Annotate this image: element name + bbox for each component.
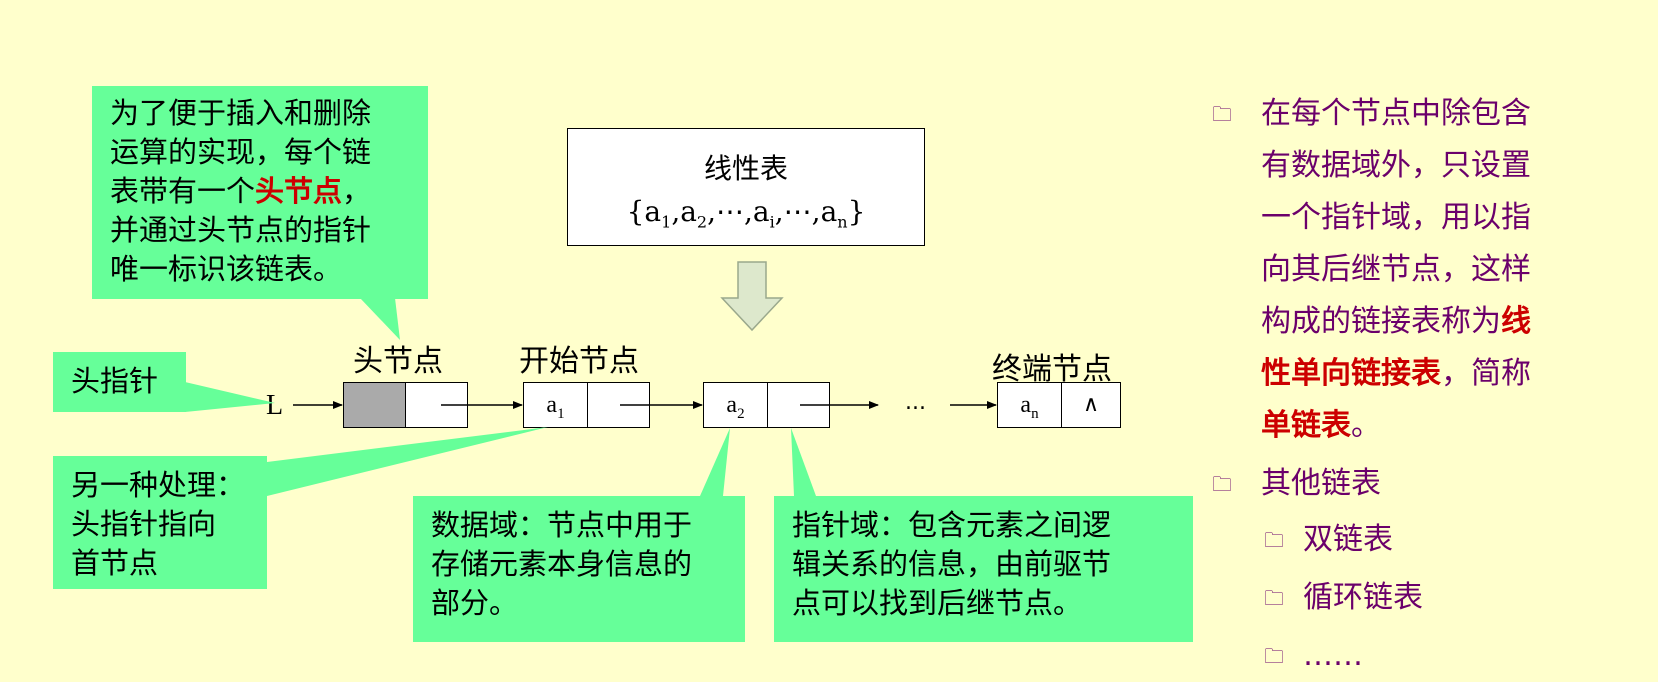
callout-line: 头指针指向: [71, 507, 217, 541]
callout-line: 部分。: [431, 586, 519, 620]
callout-line: 运算的实现，每个链: [110, 135, 372, 169]
formula-comma: ,: [671, 195, 681, 228]
node-value: a: [1020, 392, 1032, 418]
panel-line: 一个指针域，用以指: [1261, 200, 1531, 235]
brace-close: }: [847, 195, 866, 228]
emphasis-text: 单链表: [1261, 408, 1351, 443]
panel-text: ，简称: [1441, 356, 1531, 391]
panel-line: 在每个节点中除包含: [1261, 96, 1531, 131]
panel-subitem: 🗀 ……: [1212, 630, 1652, 682]
callout-head-pointer: 头指针: [53, 352, 186, 412]
head-node-pointer-cell: [405, 382, 468, 428]
head-node-label: 头节点: [353, 344, 443, 379]
panel-line: 构成的链接表称为线: [1261, 296, 1652, 348]
node-an-null-cell: ∧: [1061, 382, 1121, 428]
formula-comma: ,: [707, 195, 717, 228]
right-panel: 🗀 在每个节点中除包含 有数据域外，只设置 一个指针域，用以指 向其后继节点，这…: [1212, 88, 1652, 682]
node-a2-pointer-cell: [767, 382, 830, 428]
formula-comma: ,: [774, 195, 784, 228]
emphasis-text: 头节点: [255, 174, 343, 208]
callout-line: 存储元素本身信息的: [431, 547, 693, 581]
callout-text: 表带有一个: [110, 174, 256, 208]
callout-text: ，: [342, 174, 372, 208]
panel-point-singly-linked: 🗀 在每个节点中除包含 有数据域外，只设置 一个指针域，用以指 向其后继节点，这…: [1212, 88, 1652, 452]
callout-line: 数据域：节点中用于: [431, 508, 693, 542]
callout-line: 表带有一个头节点，: [110, 172, 428, 211]
linear-list-title: 线性表: [703, 152, 788, 185]
formula-element: a1: [644, 195, 672, 232]
start-node-label: 开始节点: [519, 344, 639, 379]
node-subscript: 1: [557, 405, 565, 422]
formula-subscript: 2: [696, 212, 708, 232]
formula-element: ⋯: [783, 195, 812, 228]
brace-open: {: [626, 195, 645, 228]
panel-line: 向其后继节点，这样: [1261, 252, 1531, 287]
panel-point-other-lists: 🗀 其他链表: [1212, 458, 1652, 510]
callout-pointer-tail: [185, 382, 275, 412]
callout-line: 唯一标识该链表。: [110, 252, 343, 286]
formula-elements: a1,a2,⋯,ai,⋯,an: [644, 195, 848, 232]
formula-subscript: n: [837, 212, 848, 232]
panel-point-text: 其他链表: [1261, 466, 1381, 501]
folder-bullet-icon: 🗀: [1264, 528, 1284, 552]
callout-head-pointer-tail: [360, 298, 400, 340]
panel-subitem-text: 双链表: [1303, 522, 1393, 557]
node-subscript: n: [1031, 405, 1039, 422]
panel-text: 。: [1351, 408, 1381, 443]
panel-subitem-text: ……: [1303, 638, 1363, 673]
head-node-data-cell: [343, 382, 406, 428]
node-subscript: 2: [737, 405, 745, 422]
folder-bullet-icon: 🗀: [1264, 586, 1284, 610]
callout-line: 辑关系的信息，由前驱节: [792, 547, 1112, 581]
panel-line: 单链表。: [1261, 400, 1652, 452]
callout-data-field: 数据域：节点中用于 存储元素本身信息的 部分。: [413, 496, 745, 642]
callout-line: 点可以找到后继节点。: [792, 586, 1083, 620]
formula-subscript: i: [769, 212, 775, 232]
panel-subitem: 🗀 循环链表: [1212, 572, 1652, 624]
callout-line: 并通过头节点的指针: [110, 213, 372, 247]
callout-data-tail: [700, 428, 730, 496]
formula-subscript: 1: [661, 212, 672, 232]
callout-line: 指针域：包含元素之间逻: [792, 508, 1112, 542]
formula-element: ⋯: [716, 195, 745, 228]
folder-bullet-icon: 🗀: [1212, 102, 1232, 126]
callout-line: 头指针: [71, 364, 159, 398]
formula-element: ai: [752, 195, 775, 232]
callout-line: 首节点: [71, 546, 159, 580]
folder-bullet-icon: 🗀: [1264, 644, 1284, 668]
formula-comma: ,: [744, 195, 753, 228]
node-an-data-cell: an: [997, 382, 1062, 428]
callout-pointer-field: 指针域：包含元素之间逻 辑关系的信息，由前驱节 点可以找到后继节点。: [774, 496, 1193, 642]
node-a2-data-cell: a2: [703, 382, 768, 428]
formula-element: a2: [680, 195, 708, 232]
callout-line: 为了便于插入和删除: [110, 96, 372, 130]
callout-head-node-note: 为了便于插入和删除 运算的实现，每个链 表带有一个头节点， 并通过头节点的指针 …: [92, 86, 428, 299]
panel-text: 构成的链接表称为: [1261, 304, 1501, 339]
down-arrow-icon: [720, 261, 784, 332]
callout-ptrfield-tail: [791, 428, 816, 496]
ellipsis-label: ...: [905, 390, 926, 415]
emphasis-text: 线: [1501, 304, 1531, 339]
node-a1-pointer-cell: [587, 382, 650, 428]
formula-comma: ,: [811, 195, 821, 228]
node-value: a: [546, 392, 558, 418]
callout-alt-tail: [267, 427, 548, 496]
emphasis-text: 性单向链接表: [1261, 356, 1441, 391]
pointer-name-l: L: [266, 390, 284, 421]
linear-list-box: 线性表 {a1,a2,⋯,ai,⋯,an}: [567, 128, 925, 246]
panel-subitem: 🗀 双链表: [1212, 514, 1652, 566]
panel-subitem-text: 循环链表: [1303, 580, 1423, 615]
callout-line: 另一种处理：: [71, 468, 246, 502]
node-value: a: [726, 392, 738, 418]
folder-bullet-icon: 🗀: [1212, 472, 1232, 496]
formula-element: an: [820, 195, 848, 232]
node-a1-data-cell: a1: [523, 382, 588, 428]
callout-alternative: 另一种处理： 头指针指向 首节点: [53, 456, 267, 589]
panel-line: 性单向链接表，简称: [1261, 348, 1652, 400]
linear-list-formula: {a1,a2,⋯,ai,⋯,an}: [568, 195, 924, 232]
panel-line: 有数据域外，只设置: [1261, 148, 1531, 183]
end-node-label: 终端节点: [992, 352, 1112, 387]
panel-point-text: 在每个节点中除包含 有数据域外，只设置 一个指针域，用以指 向其后继节点，这样 …: [1261, 88, 1652, 452]
